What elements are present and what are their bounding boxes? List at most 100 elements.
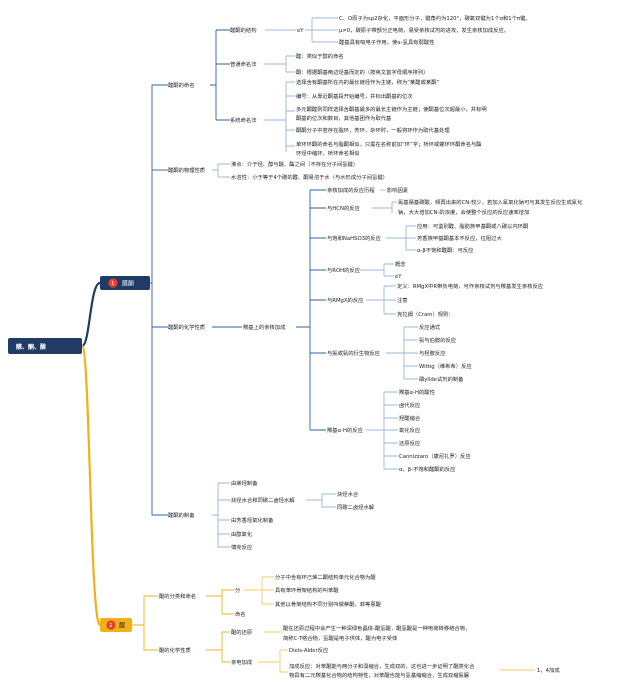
alpha-label[interactable]: 羰基α-H的反应 — [327, 426, 364, 434]
rmgx-bracket — [366, 285, 396, 315]
quinone-class-item: 分子中含有环己烯二酮结构单元化合物为醌 — [275, 573, 376, 581]
quinone-class-label[interactable]: 醌的分类和命名 — [159, 592, 196, 600]
roh-item: 概念 — [395, 260, 406, 268]
addition-label[interactable]: 亲电加成 — [231, 658, 253, 666]
alpha-item: α、β-不饱和醛酮的反应 — [399, 465, 456, 473]
alpha-item: 卤代反应 — [399, 401, 421, 409]
systematic-item: 多元酮醛则同样选择含酮基最多的最长主链作为主链；使酮基位次超最小，并标明 — [296, 105, 487, 113]
nahso3-label[interactable]: 与饱和NaHSO3的反应 — [327, 234, 382, 242]
prep-item: 由烯烃制备 — [231, 479, 258, 487]
addition-bracket — [258, 649, 288, 673]
systematic-item: 酮基的位次和数目，其他基团作为取代基 — [296, 114, 392, 122]
systematic-item: 编号：从靠近酮基段开始编号，并标出酮基的位次 — [296, 92, 413, 100]
roh-bracket — [360, 263, 394, 277]
alpha-item: Cannizzaro（康尼扎罗）反应 — [399, 452, 471, 460]
ketone-node[interactable]: 1 醛酮 — [100, 276, 150, 290]
ammonia-item: 氨与伯胺的反应 — [419, 336, 457, 344]
systematic-item: 单环环酮的命名与脂酮相似，只需在名称前加“环”字；桥环或螺环环酮命名与酯 — [296, 140, 482, 148]
common-label[interactable]: 普通命名法 — [230, 60, 257, 68]
hcn-item: 氰基腈基碳酸，频再出来的CN-较少，若加入氰氧化钠可与其发生反应生成氰化 — [398, 198, 583, 206]
quinone-to-class-line — [132, 595, 158, 626]
prep-item: 由醇氧化 — [231, 530, 253, 538]
rmgx-item: 克拉姆（Cram）规则： — [397, 310, 454, 318]
rmgx-item: 注意 — [397, 296, 408, 304]
ketone-badge-number: 1 — [111, 281, 115, 287]
systematic-item: 酮酮分子中若存在脂环，芳环，杂环时，一般将环作为取代基处理 — [296, 126, 450, 134]
physical-label[interactable]: 醛酮的物理性质 — [168, 166, 206, 174]
roh-item: eY — [395, 274, 402, 280]
ketone-badge — [108, 278, 118, 288]
ammonia-label[interactable]: 与氨或氨的衍生物反应 — [327, 349, 381, 357]
alpha-bracket — [366, 391, 398, 470]
alpha-item: 羟醛缩合 — [399, 414, 421, 422]
common-item: 酮：根据酮基两边烃基而定的（按英文首字母顺序排列） — [296, 68, 428, 76]
alkyne-bracket — [306, 493, 336, 508]
alpha-item: 羰基α-H的酸性 — [399, 388, 436, 396]
systematic-label[interactable]: 系统命名法 — [230, 116, 257, 124]
prep-bracket — [212, 482, 230, 548]
reduction-item: 简称C-T络合物，氢醌是电子供体，醌为电子受体 — [283, 634, 398, 642]
root-to-quinone-line — [80, 344, 102, 627]
quinone-class-item: 具有苯环骨架结构的叫苯醌 — [275, 586, 339, 594]
nahso3-item: α-β不饱和醛酮：可反应 — [417, 246, 474, 254]
structure-item: 醛基具有吸电子作用，使α-氢具有弱酸性 — [339, 38, 435, 46]
class-sub-bracket — [244, 576, 274, 605]
quinone-class-item: 其他以骨架结构不同分别叫做萘醌，菲等蒽醌 — [275, 600, 382, 608]
quinone-badge — [106, 620, 116, 630]
alpha-item: 氧化反应 — [399, 426, 421, 434]
alpha-item: 还原反应 — [399, 439, 421, 447]
root-label: 醛、酮、酸 — [16, 343, 47, 351]
root-to-ketone-line — [80, 281, 101, 348]
addition-item: Diels-Alder反应 — [289, 646, 329, 654]
physical-bracket — [212, 163, 230, 178]
hcn-item: 钠，大大增加CN-的浓度，会使整个反应的反应速率增加 — [398, 208, 529, 216]
nahso3-bracket — [386, 225, 416, 251]
root-node[interactable]: 醛、酮、酸 — [8, 338, 82, 354]
nahso3-item: 芳香族甲基酮基本不反应，位阻过大 — [417, 234, 502, 242]
mech-label[interactable]: 亲核加成的反应历程 — [327, 186, 375, 194]
mech-detail: 影响因素 — [387, 186, 409, 194]
common-bracket — [264, 55, 295, 73]
ammonia-item: 磷ylide试剂的制备 — [419, 375, 464, 383]
rmgx-label[interactable]: 与RMgX的反应 — [327, 296, 364, 304]
structure-sub: eY — [297, 28, 304, 34]
quinone-chem-label[interactable]: 醌的化学性质 — [159, 646, 191, 654]
reduction-label[interactable]: 醌的还原 — [231, 628, 252, 636]
ketone-to-prep-line — [151, 327, 168, 516]
systematic-item: 选择含有酮基所在内的最长链烃作为主链，称为“某醛或某酮” — [296, 78, 439, 86]
common-item: 醛：类似于醇的命名 — [296, 52, 344, 60]
prep-item[interactable]: 炔烃水合和同碳二卤烃水解 — [231, 496, 295, 504]
nahso3-item: 应用：可鉴别醛、脂肪族甲基酮或八碳以内环酮 — [417, 222, 528, 230]
ammonia-item: Wittig（维希希）反应 — [419, 362, 472, 370]
hcn-label[interactable]: 与HCN的反应 — [327, 204, 361, 212]
chem-bracket — [206, 631, 230, 663]
chemical-label[interactable]: 醛酮的化学性质 — [168, 323, 206, 331]
naming-label[interactable]: 醛酮的命名 — [168, 81, 195, 89]
addition-item: 加成反应：对苯醌能与两分子和溴缩合，生成双的，这也进一步证明了醌类化合 — [289, 662, 475, 670]
reduction-item: 醌在还原过程中会产生一种深绿色晶体-醌氢醌，醌氢醌是一种电荷转移络合物， — [283, 624, 470, 632]
ketone-to-chemical-line — [150, 282, 168, 328]
quinone-class-sub-b[interactable]: 命名 — [235, 610, 246, 618]
structure-item: C、O原子为sp2杂化，平面形分子，键角约为120°，碳氧双键为1个σ和1个π键… — [339, 14, 531, 22]
structure-bracket — [305, 17, 338, 43]
chemical-sub-label[interactable]: 羰基上的亲核加成 — [243, 323, 286, 331]
quinone-to-chem-line — [143, 625, 158, 651]
ammonia-item: 反应通式 — [419, 323, 441, 331]
systematic-bracket — [264, 81, 295, 152]
systematic-item: 环烃中缩环，桥环命名相似 — [296, 149, 360, 157]
physical-item: 沸点：介于烃、醇与醚、酯之间（不存在分子间氢键） — [231, 160, 358, 168]
quinone-node[interactable]: 2 醌 — [100, 618, 132, 632]
structure-label[interactable]: 醛酮的结构 — [230, 26, 257, 34]
alkyne-sub-item: 炔烃水合 — [337, 490, 359, 498]
ketone-to-naming-line — [150, 84, 168, 284]
quinone-class-sub-a[interactable]: 分 — [235, 586, 241, 594]
alkyne-sub-item: 同碳二卤烃水解 — [337, 503, 375, 511]
chemical-sub-bracket — [296, 189, 326, 431]
prep-label[interactable]: 醛酮的制备 — [168, 511, 195, 519]
addition-tail: 1，4加成 — [537, 666, 560, 674]
quinone-badge-number: 2 — [109, 623, 113, 629]
roh-label[interactable]: 与ROH的反应 — [327, 266, 361, 274]
prep-item: 傅克反应 — [231, 543, 253, 551]
ketone-label: 醛酮 — [122, 280, 134, 288]
rmgx-item: 定义：RMgX中R带负电荷，可作亲核试剂与羰基发生亲核反应 — [397, 282, 544, 290]
